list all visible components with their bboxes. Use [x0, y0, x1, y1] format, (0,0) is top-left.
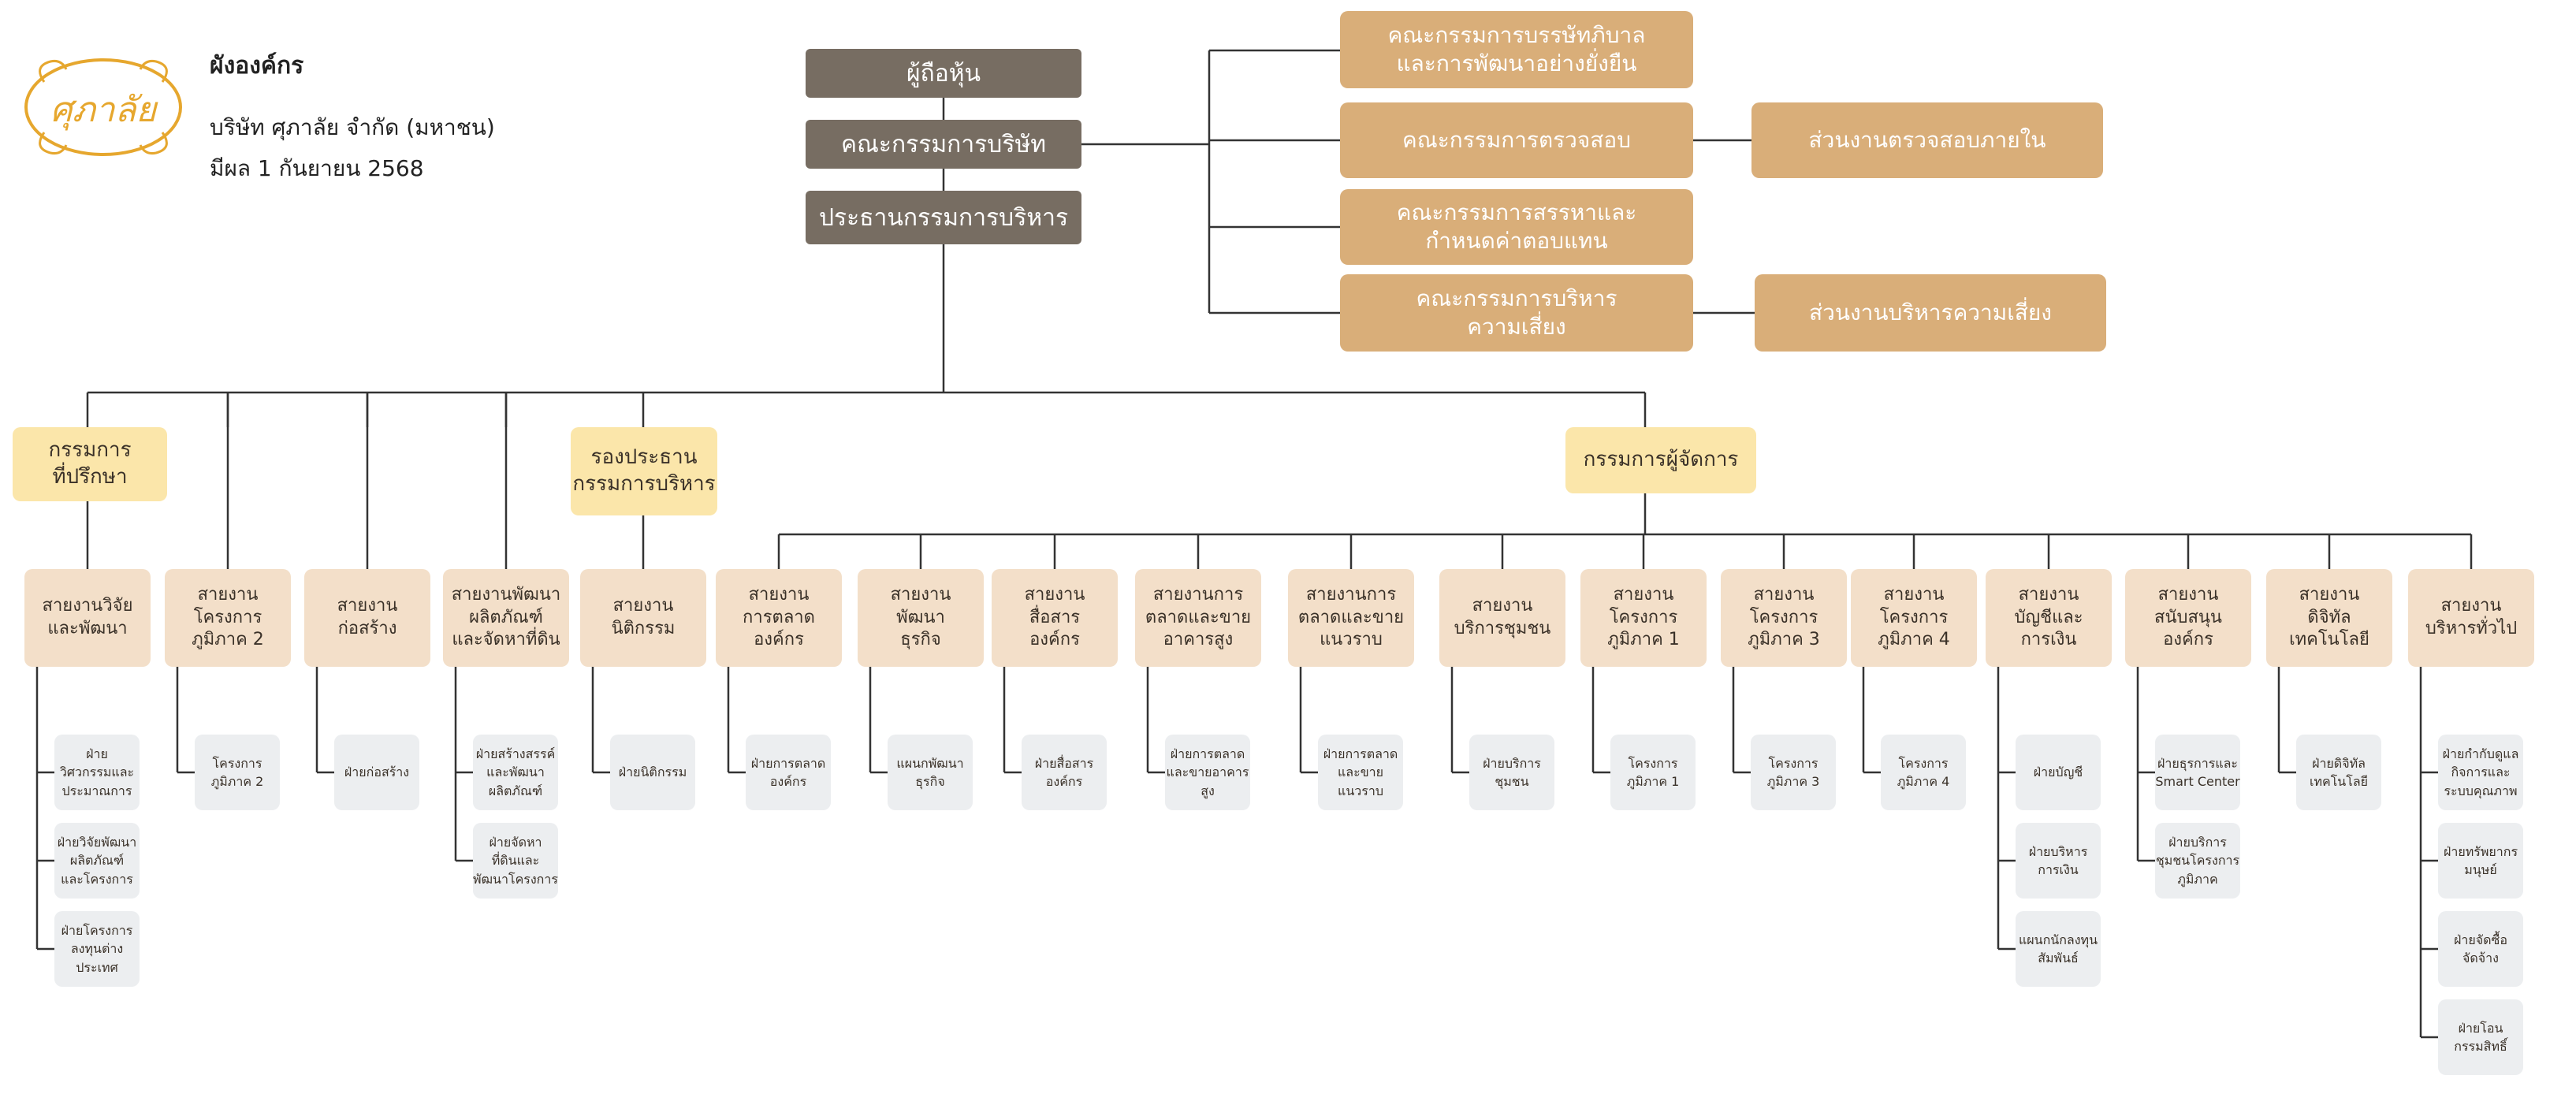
executive-chairman-box: ประธานกรรมการบริหาร: [806, 191, 1081, 244]
division-box: สายงาน โครงการ ภูมิภาค 1: [1580, 569, 1707, 667]
department-box: ฝ่ายวิจัยพัฒนา ผลิตภัณฑ์ และโครงการ: [54, 823, 140, 899]
department-box: ฝ่ายนิติกรรม: [610, 735, 695, 810]
risk-management-unit-box: ส่วนงานบริหารความเสี่ยง: [1755, 274, 2106, 352]
vice-chairman-box: รองประธาน กรรมการบริหาร: [571, 427, 717, 515]
board-of-directors-box: คณะกรรมการบริษัท: [806, 120, 1081, 169]
department-box: โครงการ ภูมิภาค 4: [1881, 735, 1966, 810]
advisory-director-box: กรรมการ ที่ปรึกษา: [13, 427, 167, 501]
department-box: ฝ่ายสร้างสรรค์ และพัฒนา ผลิตภัณฑ์: [473, 735, 558, 810]
svg-text:ศุภาลัย: ศุภาลัย: [50, 90, 159, 131]
division-box: สายงาน พัฒนา ธุรกิจ: [858, 569, 984, 667]
division-box: สายงานวิจัย และพัฒนา: [24, 569, 151, 667]
shareholders-box: ผู้ถือหุ้น: [806, 49, 1081, 98]
division-box: สายงาน สนับสนุน องค์กร: [2125, 569, 2251, 667]
division-box: สายงาน ดิจิทัล เทคโนโลยี: [2266, 569, 2392, 667]
division-box: สายงานพัฒนา ผลิตภัณฑ์ และจัดหาที่ดิน: [443, 569, 569, 667]
department-box: ฝ่ายการตลาด องค์กร: [746, 735, 831, 810]
department-box: ฝ่าย วิศวกรรมและ ประมาณการ: [54, 735, 140, 810]
division-box: สายงานการ ตลาดและขาย แนวราบ: [1288, 569, 1414, 667]
division-box: สายงาน สื่อสาร องค์กร: [992, 569, 1118, 667]
governance-committee-box: คณะกรรมการบรรษัทภิบาล และการพัฒนาอย่างยั…: [1340, 11, 1693, 88]
department-box: โครงการ ภูมิภาค 1: [1610, 735, 1696, 810]
division-box: สายงาน การตลาด องค์กร: [716, 569, 842, 667]
department-box: ฝ่ายโอน กรรมสิทธิ์: [2438, 999, 2523, 1075]
audit-committee-box: คณะกรรมการตรวจสอบ: [1340, 102, 1693, 178]
division-box: สายงาน บริหารทั่วไป: [2408, 569, 2534, 667]
department-box: ฝ่ายการตลาด และขายอาคาร สูง: [1165, 735, 1250, 810]
division-box: สายงาน ก่อสร้าง: [304, 569, 430, 667]
department-box: โครงการ ภูมิภาค 3: [1751, 735, 1836, 810]
department-box: แผนกนักลงทุน สัมพันธ์: [2016, 911, 2101, 987]
department-box: ฝ่ายทรัพยากร มนุษย์: [2438, 823, 2523, 899]
department-box: ฝ่ายจัดหา ที่ดินและ พัฒนาโครงการ: [473, 823, 558, 899]
division-box: สายงาน โครงการ ภูมิภาค 3: [1721, 569, 1847, 667]
division-box: สายงาน นิติกรรม: [580, 569, 706, 667]
department-box: ฝ่ายการตลาด และขาย แนวราบ: [1318, 735, 1403, 810]
division-box: สายงาน โครงการ ภูมิภาค 4: [1851, 569, 1977, 667]
department-box: ฝ่ายสื่อสาร องค์กร: [1022, 735, 1107, 810]
division-box: สายงานการ ตลาดและขาย อาคารสูง: [1135, 569, 1261, 667]
department-box: ฝ่ายโครงการ ลงทุนต่าง ประเทศ: [54, 911, 140, 987]
department-box: ฝ่ายบริการ ชุมชนโครงการ ภูมิภาค: [2155, 823, 2240, 899]
supalai-logo: ศุภาลัย: [24, 58, 182, 156]
department-box: ฝ่ายบริการ ชุมชน: [1469, 735, 1554, 810]
department-box: ฝ่ายก่อสร้าง: [334, 735, 419, 810]
division-box: สายงาน บริการชุมชน: [1439, 569, 1565, 667]
risk-committee-box: คณะกรรมการบริหาร ความเสี่ยง: [1340, 274, 1693, 352]
nomination-committee-box: คณะกรรมการสรรหาและ กำหนดค่าตอบแทน: [1340, 189, 1693, 265]
page-title: ผังองค์กร: [210, 52, 304, 80]
department-box: ฝ่ายบัญชี: [2016, 735, 2101, 810]
department-box: ฝ่ายบริหาร การเงิน: [2016, 823, 2101, 899]
department-box: ฝ่ายกำกับดูแล กิจการและ ระบบคุณภาพ: [2438, 735, 2523, 810]
department-box: แผนกพัฒนา ธุรกิจ: [888, 735, 973, 810]
division-box: สายงาน โครงการ ภูมิภาค 2: [165, 569, 291, 667]
department-box: โครงการ ภูมิภาค 2: [195, 735, 280, 810]
managing-director-box: กรรมการผู้จัดการ: [1565, 427, 1756, 493]
department-box: ฝ่ายธุรการและ Smart Center: [2155, 735, 2240, 810]
effective-date: มีผล 1 กันยายน 2568: [210, 155, 424, 181]
division-box: สายงาน บัญชีและ การเงิน: [1986, 569, 2112, 667]
company-name: บริษัท ศุภาลัย จำกัด (มหาชน): [210, 114, 495, 140]
department-box: ฝ่ายจัดซื้อ จัดจ้าง: [2438, 911, 2523, 987]
internal-audit-unit-box: ส่วนงานตรวจสอบภายใน: [1751, 102, 2103, 178]
department-box: ฝ่ายดิจิทัล เทคโนโลยี: [2296, 735, 2381, 810]
